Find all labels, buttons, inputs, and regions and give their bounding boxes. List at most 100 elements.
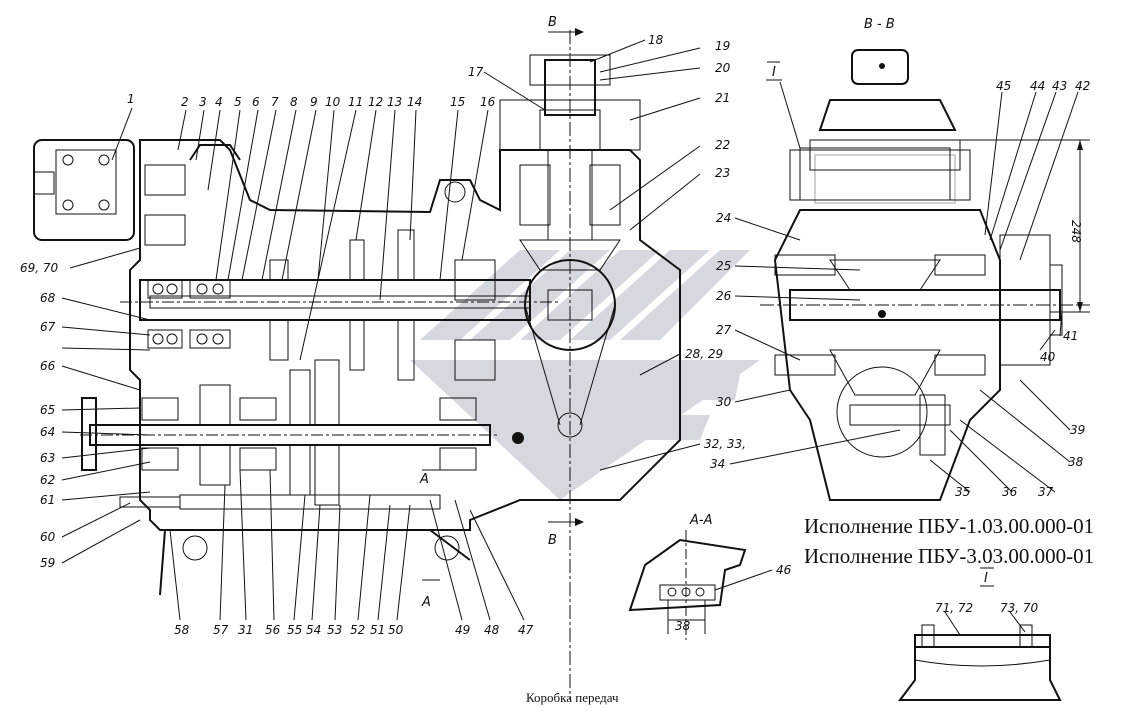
callout-53: 53 <box>327 623 342 637</box>
upper-bearings <box>147 279 231 349</box>
callout-3: 3 <box>199 95 207 109</box>
section-view-bb: 248 <box>760 49 1090 501</box>
callout-22: 22 <box>715 138 730 152</box>
callout-54: 54 <box>306 623 321 637</box>
callout-49: 49 <box>455 623 470 637</box>
callout-64: 64 <box>40 425 55 439</box>
view-one-detail <box>898 624 1062 701</box>
callout-6: 6 <box>252 95 260 109</box>
callout-57: 57 <box>213 623 229 637</box>
view-one-frame <box>799 147 951 201</box>
callout-58: 58 <box>174 623 190 637</box>
callout-13: 13 <box>387 95 402 109</box>
callout-65: 65 <box>40 403 55 417</box>
callout-38: 38 <box>1068 455 1084 469</box>
callout-11: 11 <box>348 95 363 109</box>
callout-31: 31 <box>238 623 253 637</box>
section-aa-view-label: А-А <box>689 513 712 528</box>
callout-36: 36 <box>1002 485 1018 499</box>
callout-18: 18 <box>648 33 664 47</box>
callout-32-33: 32, 33, <box>704 437 746 451</box>
callout-55: 55 <box>287 623 302 637</box>
callout-numbers: 1 2 3 4 5 6 7 8 9 10 11 12 13 14 15 16 1… <box>20 33 1090 637</box>
callout-52: 52 <box>350 623 365 637</box>
callout-4: 4 <box>215 95 223 109</box>
callout-23: 23 <box>715 166 730 180</box>
callout-73-70: 73, 70 <box>1000 601 1039 615</box>
output-flange <box>81 397 97 471</box>
callout-2: 2 <box>181 95 189 109</box>
callout-30: 30 <box>716 395 732 409</box>
callout-45: 45 <box>996 79 1011 93</box>
shift-rod <box>179 494 441 510</box>
section-view-aa <box>628 530 747 640</box>
lower-gears <box>199 359 340 506</box>
callout-62: 62 <box>40 473 55 487</box>
callout-61: 61 <box>40 493 55 507</box>
main-section <box>33 30 681 700</box>
callout-10: 10 <box>325 95 341 109</box>
callout-56: 56 <box>265 623 281 637</box>
callout-71-72: 71, 72 <box>935 601 973 615</box>
callout-37: 37 <box>1038 485 1054 499</box>
mount-eye-left <box>182 535 208 561</box>
section-b-top: В <box>548 15 557 30</box>
section-b-bottom: В <box>548 533 557 548</box>
callout-34: 34 <box>710 457 725 471</box>
section-bb-view-label: В - В <box>864 17 895 32</box>
callout-68: 68 <box>40 291 56 305</box>
pump-flange <box>55 149 117 215</box>
vertical-output <box>499 30 641 700</box>
callout-50: 50 <box>388 623 404 637</box>
view-one-marker: I <box>772 65 776 80</box>
callout-27: 27 <box>716 323 732 337</box>
callout-16: 16 <box>480 95 496 109</box>
dimension-38: 38 <box>675 619 691 633</box>
callout-63: 63 <box>40 451 55 465</box>
callout-40: 40 <box>1040 350 1056 364</box>
callout-48: 48 <box>484 623 500 637</box>
callout-24: 24 <box>716 211 731 225</box>
figure-caption: Коробка передач <box>526 690 619 705</box>
callout-60: 60 <box>40 530 56 544</box>
section-letters: В В В - В А А А-А I I <box>419 15 988 610</box>
callout-17: 17 <box>468 65 484 79</box>
watermark-logo <box>410 250 760 500</box>
callout-69-70: 69, 70 <box>20 261 59 275</box>
pump-housing <box>33 139 135 241</box>
upper-gears <box>269 229 496 381</box>
callout-41: 41 <box>1063 329 1078 343</box>
leader-lines <box>61 39 1079 636</box>
section-a-top: А <box>419 472 429 487</box>
callout-9: 9 <box>310 95 318 109</box>
callout-5: 5 <box>234 95 242 109</box>
callout-43: 43 <box>1052 79 1067 93</box>
section-marker-b <box>422 28 584 581</box>
variant-label-pbu3: Исполнение ПБУ-3.03.00.000-01 <box>804 544 1095 568</box>
section-a-bottom: А <box>421 595 431 610</box>
callout-8: 8 <box>290 95 298 109</box>
callout-51: 51 <box>370 623 385 637</box>
dimension-248: 248 <box>1069 220 1083 243</box>
callout-44: 44 <box>1030 79 1045 93</box>
callout-42: 42 <box>1075 79 1090 93</box>
callout-14: 14 <box>407 95 422 109</box>
callout-46: 46 <box>776 563 792 577</box>
view-one-title: I <box>984 571 988 586</box>
callout-12: 12 <box>368 95 383 109</box>
callout-47: 47 <box>518 623 534 637</box>
gearbox-housing <box>129 139 681 531</box>
callout-7: 7 <box>271 95 279 109</box>
callout-21: 21 <box>715 91 730 105</box>
variant-label-pbu1: Исполнение ПБУ-1.03.00.000-01 <box>804 514 1095 538</box>
callout-20: 20 <box>715 61 731 75</box>
mount-eye-right <box>434 535 460 561</box>
callout-35: 35 <box>955 485 970 499</box>
callout-26: 26 <box>716 289 732 303</box>
callout-66: 66 <box>40 359 56 373</box>
callout-1: 1 <box>127 92 135 106</box>
callout-59: 59 <box>40 556 55 570</box>
lifting-eye <box>444 181 466 203</box>
